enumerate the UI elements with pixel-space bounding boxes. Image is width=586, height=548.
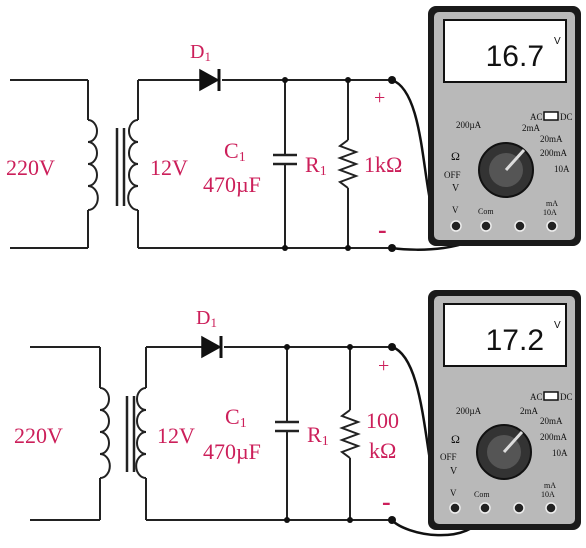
- dc-label: DC: [560, 392, 573, 402]
- lcd-unit: V: [554, 36, 561, 47]
- transformer-primary-coil: [99, 387, 111, 479]
- jack-10a[interactable]: [545, 502, 557, 514]
- lcd-unit: V: [554, 320, 561, 331]
- resistor-zigzag: [339, 409, 361, 459]
- jack-ma[interactable]: [513, 502, 525, 514]
- circuit-1: [10, 79, 392, 249]
- dc-label: DC: [560, 112, 573, 122]
- source-voltage-label: 220V: [6, 155, 55, 180]
- dial-ohm: Ω: [451, 149, 460, 163]
- resistor-zigzag: [337, 139, 359, 189]
- dial-10a: 10A: [552, 448, 568, 458]
- diode-label: D1: [190, 41, 211, 64]
- dial-v: V: [452, 183, 460, 194]
- ac-label: AC: [530, 392, 543, 402]
- resistor-value-label: 1kΩ: [364, 152, 402, 177]
- capacitor-name-label: C1: [225, 404, 247, 431]
- diode-2: [201, 335, 223, 359]
- dial-20ma: 20mA: [540, 416, 563, 426]
- jack-label-com: Com: [474, 490, 490, 499]
- capacitor-value-label: 470µF: [203, 172, 261, 197]
- dial-200ma: 200mA: [540, 148, 568, 158]
- dial-pointer: [502, 430, 524, 454]
- dial-200ua: 200µA: [456, 406, 482, 416]
- jack-com[interactable]: [479, 502, 491, 514]
- dial-2ma: 2mA: [522, 123, 541, 133]
- ac-label: AC: [530, 112, 543, 122]
- dial-ohm: Ω: [451, 432, 460, 446]
- lcd-reading: 16.7: [486, 40, 544, 73]
- jack-label-v: V: [450, 488, 457, 498]
- polarity-minus: -: [382, 487, 391, 516]
- diode-1: [199, 68, 221, 92]
- capacitor-name-label: C1: [224, 138, 246, 165]
- jack-ma[interactable]: [514, 220, 526, 232]
- transformer-primary-coil: [87, 119, 99, 211]
- dial-off: OFF: [444, 170, 461, 180]
- polarity-plus: +: [374, 87, 385, 109]
- dial-20ma: 20mA: [540, 134, 563, 144]
- capacitor-value-label: 470µF: [203, 439, 261, 464]
- resistor-name-label: R1: [307, 422, 329, 449]
- polarity-minus: -: [378, 215, 387, 244]
- ac-dc-switch[interactable]: [543, 111, 559, 121]
- jack-label-ma: mA: [544, 481, 556, 490]
- resistor-name-label: R1: [305, 152, 327, 179]
- ac-dc-switch[interactable]: [543, 391, 559, 401]
- lcd-display: [443, 19, 567, 83]
- jack-label-10a: 10A: [543, 208, 557, 217]
- jack-label-com: Com: [478, 207, 494, 216]
- jack-v[interactable]: [449, 502, 461, 514]
- jack-v[interactable]: [450, 220, 462, 232]
- secondary-voltage-label: 12V: [150, 155, 188, 180]
- lcd-reading: 17.2: [486, 324, 544, 357]
- jack-10a[interactable]: [546, 220, 558, 232]
- jack-label-v: V: [452, 205, 459, 215]
- polarity-plus: +: [378, 355, 389, 377]
- transformer-secondary-coil: [127, 119, 139, 211]
- lcd-display: [443, 303, 567, 367]
- transformer-secondary-coil: [135, 387, 147, 479]
- dial-v: V: [450, 466, 458, 477]
- diode-label: D1: [196, 307, 217, 330]
- dial-2ma: 2mA: [520, 406, 539, 416]
- jack-label-10a: 10A: [541, 490, 555, 499]
- source-voltage-label: 220V: [14, 423, 63, 448]
- jack-com[interactable]: [480, 220, 492, 232]
- jack-label-ma: mA: [546, 199, 558, 208]
- secondary-voltage-label: 12V: [157, 423, 195, 448]
- dial-200ma: 200mA: [540, 432, 568, 442]
- multimeter-2: 17.2 V AC DC 200µA 2mA 20mA 200mA 10A Ω …: [428, 290, 581, 530]
- multimeter-1: 16.7 V AC DC 200µA 2mA 20mA 200mA 10A Ω …: [428, 6, 581, 246]
- dial-pointer: [504, 148, 526, 172]
- dial-10a: 10A: [554, 164, 570, 174]
- circuit-2: [30, 346, 392, 521]
- resistor-value-label-line1: 100: [366, 408, 399, 433]
- resistor-value-label-line2: kΩ: [369, 438, 396, 463]
- dial-200ua: 200µA: [456, 120, 482, 130]
- dial-off: OFF: [440, 452, 457, 462]
